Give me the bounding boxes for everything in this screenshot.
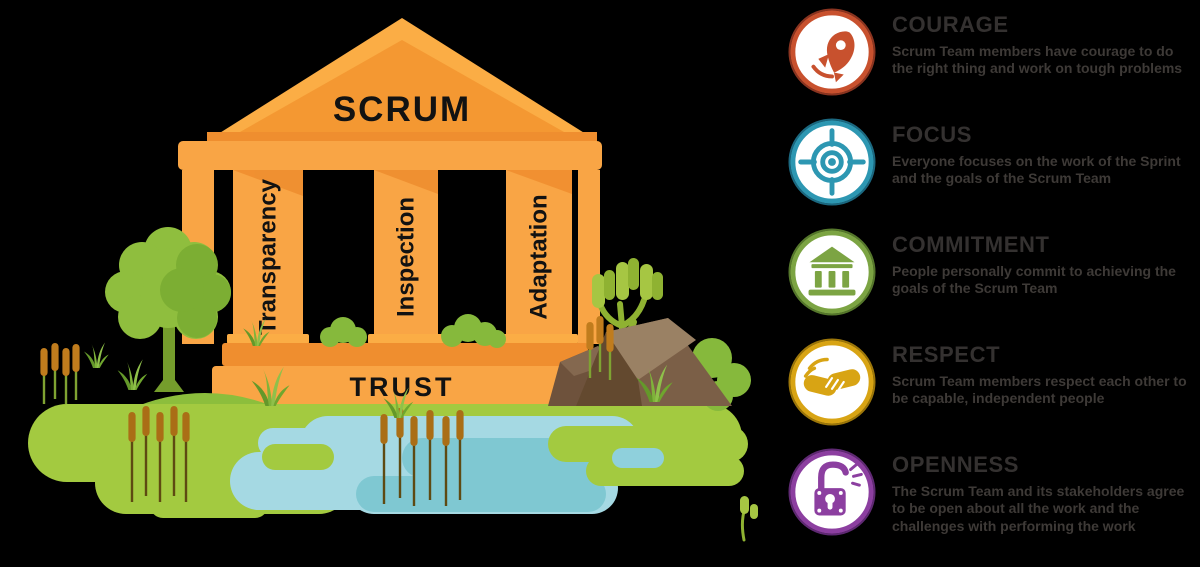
pediment-label: SCRUM: [333, 90, 471, 129]
pediment: SCRUM: [178, 18, 602, 170]
handshake-icon: [788, 338, 876, 426]
landscape: [28, 227, 758, 542]
open-lock-icon: [788, 448, 876, 536]
tree-canopy-shade: [160, 244, 231, 338]
tree: [105, 227, 231, 392]
value-title: COMMITMENT: [892, 232, 1050, 257]
pillar-label-inspection: Inspection: [393, 197, 420, 317]
value-text-respect: RESPECT Scrum Team members respect each …: [892, 334, 1194, 408]
value-desc: Scrum Team members respect each other to…: [892, 373, 1187, 407]
water-pill: [612, 448, 664, 468]
value-row-openness: OPENNESS The Scrum Team and its stakehol…: [788, 444, 1198, 536]
value-row-commitment: COMMITMENT People personally commit to a…: [788, 224, 1198, 316]
temple-base: TRUST: [212, 343, 604, 407]
pillar-outer-right: [578, 170, 600, 344]
target-icon: [788, 118, 876, 206]
temple: SCRUM Transparency Inspecti: [178, 18, 604, 407]
value-text-openness: OPENNESS The Scrum Team and its stakehol…: [892, 444, 1194, 535]
value-text-focus: FOCUS Everyone focuses on the work of th…: [892, 114, 1194, 188]
pillar-adaptation: [506, 170, 572, 344]
sprout-right: [740, 496, 758, 542]
pillar-plinths: [227, 334, 578, 344]
bank-icon: [788, 228, 876, 316]
rocket-icon: [788, 8, 876, 96]
cattails-rocks: [586, 316, 614, 380]
value-desc: The Scrum Team and its stakeholders agre…: [892, 483, 1185, 534]
value-text-courage: COURAGE Scrum Team members have courage …: [892, 4, 1194, 78]
pillar-folds: [233, 170, 572, 196]
value-title: COURAGE: [892, 12, 1009, 37]
value-text-commitment: COMMITMENT People personally commit to a…: [892, 224, 1194, 298]
value-desc: People personally commit to achieving th…: [892, 263, 1176, 297]
value-row-focus: FOCUS Everyone focuses on the work of th…: [788, 114, 1198, 206]
value-row-courage: COURAGE Scrum Team members have courage …: [788, 4, 1198, 96]
value-title: RESPECT: [892, 342, 1001, 367]
scrum-temple-illustration: SCRUM Transparency Inspecti: [28, 18, 758, 542]
cattails-left: [40, 343, 80, 404]
pillar-transparency: [233, 170, 303, 344]
value-title: FOCUS: [892, 122, 972, 147]
value-desc: Everyone focuses on the work of the Spri…: [892, 153, 1181, 187]
value-title: OPENNESS: [892, 452, 1020, 477]
pillar-inspection: [374, 170, 438, 344]
value-row-respect: RESPECT Scrum Team members respect each …: [788, 334, 1198, 426]
pillar-label-transparency: Transparency: [255, 178, 282, 335]
bushes-between-pillars: [320, 314, 506, 348]
pillar-label-adaptation: Adaptation: [526, 194, 553, 319]
value-desc: Scrum Team members have courage to do th…: [892, 43, 1183, 77]
base-label: TRUST: [350, 372, 455, 402]
pillars: [182, 170, 600, 344]
pillar-labels: Transparency Inspection Adaptation: [255, 178, 553, 335]
